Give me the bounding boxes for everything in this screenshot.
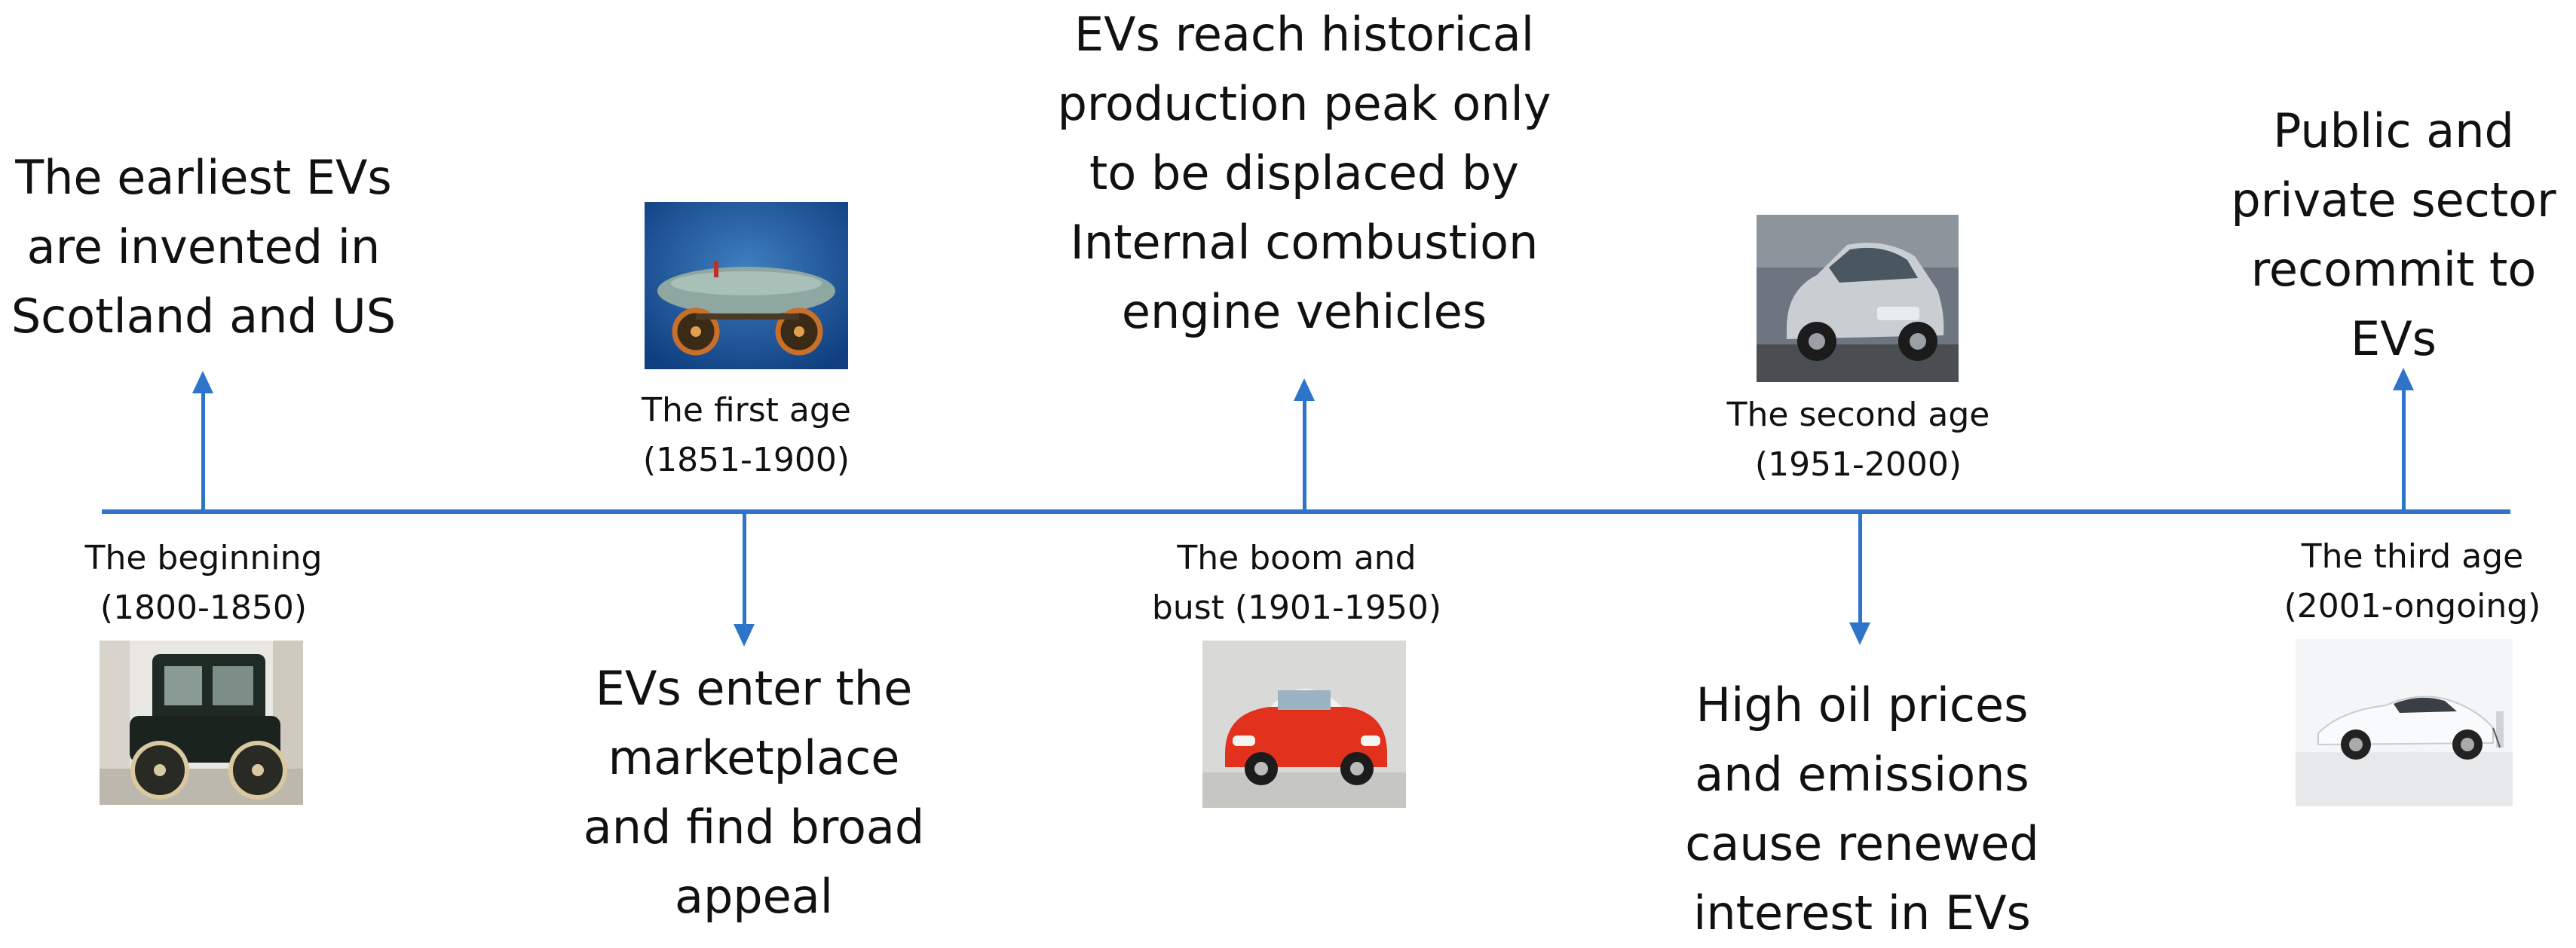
event-line: recommit to [2250,242,2537,297]
event-line: cause renewed [1685,816,2039,871]
event-enter-marketplace: EVs enter the marketplace and find broad… [543,654,965,931]
era-label-boom-bust: The boom and bust (1901-1950) [1116,534,1478,633]
era-name: The second age [1726,396,1990,434]
timeline-axis [102,509,2510,514]
white-sports-ev-photo [2296,639,2513,806]
event-line: Public and [2273,103,2514,158]
event-line: appeal [674,869,834,924]
event-line: interest in EVs [1693,885,2031,940]
arrow-up-icon [192,371,213,511]
event-line: EVs reach historical [1074,7,1535,62]
arrow-down-icon [1849,512,1870,645]
event-line: Internal combustion [1070,215,1539,270]
era-label-first-age: The first age (1851-1900) [588,386,905,485]
era-name: The third age [2301,537,2524,576]
era-label-third-age: The third age (2001-ongoing) [2254,532,2571,631]
event-earliest-evs: The earliest EVs are invented in Scotlan… [0,143,407,351]
era-years: (2001-ongoing) [2283,587,2541,625]
event-line: are invented in [26,219,381,274]
era-label-beginning: The beginning (1800-1850) [45,534,362,633]
event-line: production peak only [1057,76,1551,131]
event-line: engine vehicles [1121,284,1487,339]
arrow-down-icon [734,512,755,647]
era-label-second-age: The second age (1951-2000) [1696,390,2020,490]
era-name: The first age [642,391,851,430]
torpedo-racecar-photo [645,202,848,369]
event-line: marketplace [608,730,900,785]
era-years: (1951-2000) [1754,445,1962,484]
era-years: bust (1901-1950) [1151,589,1442,627]
silver-hatchback-photo [1757,215,1959,382]
event-line: to be displaced by [1089,145,1519,200]
era-name: The beginning [84,539,323,577]
event-line: private sector [2231,173,2556,228]
era-name: The boom and [1177,539,1417,577]
event-production-peak: EVs reach historical production peak onl… [980,0,1628,347]
red-microcar-photo [1202,641,1406,808]
event-recommit: Public and private sector recommit to EV… [2216,96,2571,374]
event-line: The earliest EVs [15,150,392,205]
era-years: (1800-1850) [100,589,308,627]
event-line: High oil prices [1695,677,2029,732]
event-renewed-interest: High oil prices and emissions cause rene… [1643,671,2081,948]
event-line: EVs enter the [595,661,913,716]
arrow-up-icon [2393,368,2414,511]
event-line: EVs [2351,311,2437,366]
event-line: and find broad [583,800,925,855]
arrow-up-icon [1294,378,1315,511]
event-line: Scotland and US [11,289,397,344]
event-line: and emissions [1695,747,2029,802]
era-years: (1851-1900) [642,441,850,479]
early-electric-carriage-photo [100,641,303,805]
